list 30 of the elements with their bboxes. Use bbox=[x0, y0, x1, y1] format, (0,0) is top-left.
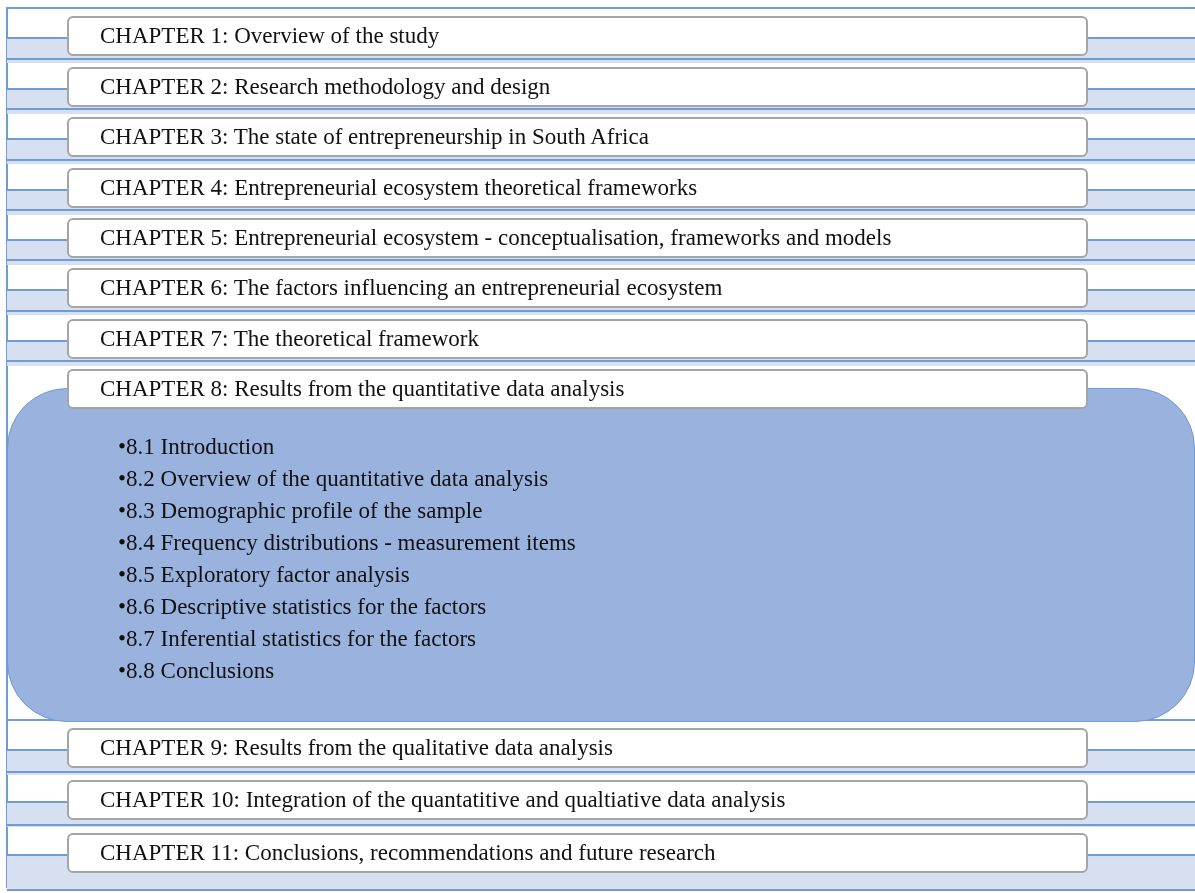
section-item: •8.3 Demographic profile of the sample bbox=[118, 497, 484, 525]
chapter-box bbox=[67, 319, 1088, 359]
chapter-box bbox=[67, 268, 1088, 308]
section-item: •8.2 Overview of the quantitative data analysis bbox=[118, 465, 550, 493]
chapter-box bbox=[67, 728, 1088, 768]
chapter-title: CHAPTER 10: Integration of the quantatitive and qualtiative data analysis bbox=[100, 787, 786, 813]
chapter-title: CHAPTER 9: Results from the qualitative data analysis bbox=[100, 735, 613, 761]
section-item: •8.8 Conclusions bbox=[118, 657, 276, 685]
chapter-box bbox=[67, 218, 1088, 258]
chapter-title: CHAPTER 5: Entrepreneurial ecosystem - conceptualisation, frameworks and models bbox=[100, 225, 892, 251]
chapter-title: CHAPTER 8: Results from the quantitative data analysis bbox=[100, 376, 625, 402]
section-item: •8.6 Descriptive statistics for the factors bbox=[118, 593, 488, 621]
chapter-box bbox=[67, 833, 1088, 873]
section-item: •8.4 Frequency distributions - measurement items bbox=[118, 529, 577, 557]
chapter-title: CHAPTER 6: The factors influencing an entrepreneurial ecosystem bbox=[100, 275, 723, 301]
chapter-title: CHAPTER 4: Entrepreneurial ecosystem theoretical frameworks bbox=[100, 175, 698, 201]
section-item: •8.5 Exploratory factor analysis bbox=[118, 561, 411, 589]
chapter-box bbox=[67, 369, 1088, 409]
chapter-title: CHAPTER 2: Research methodology and design bbox=[100, 74, 551, 100]
chapter-title: CHAPTER 11: Conclusions, recommendations and future research bbox=[100, 840, 716, 866]
section-item: •8.1 Introduction bbox=[118, 433, 276, 461]
chapter-title: CHAPTER 1: Overview of the study bbox=[100, 23, 440, 49]
chapter-title: CHAPTER 3: The state of entrepreneurship in South Africa bbox=[100, 124, 649, 150]
chapter-box bbox=[67, 16, 1088, 56]
chapter-box bbox=[67, 67, 1088, 107]
chapter-box bbox=[67, 780, 1088, 820]
section-item: •8.7 Inferential statistics for the factors bbox=[118, 625, 478, 653]
chapter-box bbox=[67, 168, 1088, 208]
chapter-title: CHAPTER 7: The theoretical framework bbox=[100, 326, 479, 352]
chapter-box bbox=[67, 117, 1088, 157]
